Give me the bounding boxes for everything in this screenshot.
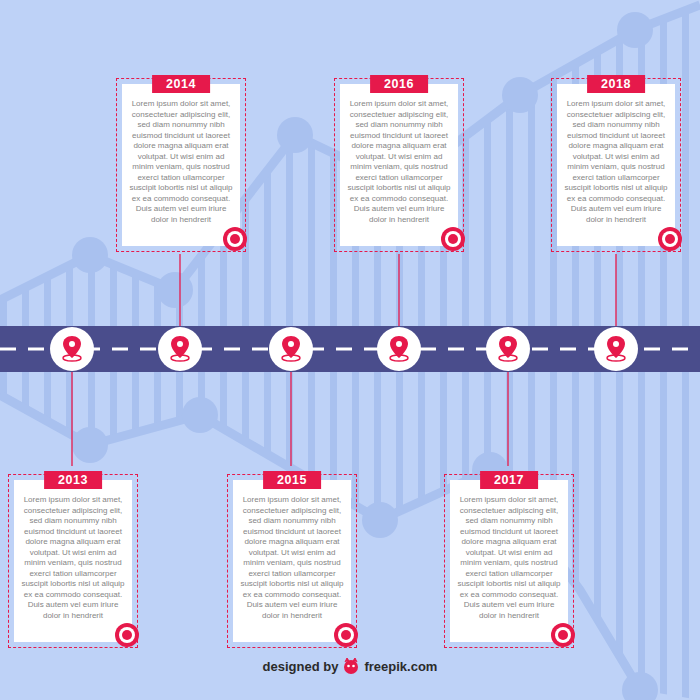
credit-text: designed by [263, 659, 339, 674]
target-marker [440, 226, 466, 252]
pin-icon [282, 336, 300, 361]
leader-line [507, 372, 508, 466]
timeline-card: 2018Lorem ipsum dolor sit amet, consecte… [557, 84, 675, 246]
target-marker [333, 622, 359, 648]
body-text: Lorem ipsum dolor sit amet, consectetuer… [345, 99, 453, 225]
leader-line [71, 372, 72, 466]
pin-disc [594, 327, 638, 371]
body-text: Lorem ipsum dolor sit amet, consectetuer… [19, 495, 127, 621]
pin-markers [50, 327, 638, 371]
brand-logo [342, 658, 360, 674]
target-marker [114, 622, 140, 648]
credit-line: designed by freepik.com [0, 658, 700, 674]
year-tag: 2013 [44, 471, 102, 489]
body-text: Lorem ipsum dolor sit amet, consectetuer… [562, 99, 670, 225]
timeline-card: 2014Lorem ipsum dolor sit amet, consecte… [122, 84, 240, 246]
leader-line [398, 254, 399, 326]
leader-line [615, 254, 616, 326]
pin-icon [499, 336, 517, 361]
target-marker [657, 226, 683, 252]
body-text: Lorem ipsum dolor sit amet, consectetuer… [238, 495, 346, 621]
pin-disc [158, 327, 202, 371]
year-tag: 2014 [152, 75, 210, 93]
pin-disc [486, 327, 530, 371]
pin-icon [63, 336, 81, 361]
body-text: Lorem ipsum dolor sit amet, consectetuer… [127, 99, 235, 225]
pin-disc [377, 327, 421, 371]
timeline-card: 2015Lorem ipsum dolor sit amet, consecte… [233, 480, 351, 642]
timeline-card: 2013Lorem ipsum dolor sit amet, consecte… [14, 480, 132, 642]
leader-line [179, 254, 180, 326]
pin-icon [390, 336, 408, 361]
bar-stripes [0, 5, 700, 700]
chart-line [0, 5, 700, 300]
year-tag: 2016 [370, 75, 428, 93]
year-tag: 2018 [587, 75, 645, 93]
target-marker [222, 226, 248, 252]
timeline-card: 2017Lorem ipsum dolor sit amet, consecte… [450, 480, 568, 642]
year-tag: 2015 [263, 471, 321, 489]
leader-line [290, 372, 291, 466]
pin-icon [171, 336, 189, 361]
brand-name: freepik.com [364, 659, 437, 674]
road [0, 326, 700, 372]
pin-icon [607, 336, 625, 361]
year-tag: 2017 [480, 471, 538, 489]
pin-disc [50, 327, 94, 371]
body-text: Lorem ipsum dolor sit amet, consectetuer… [455, 495, 563, 621]
chart-line [0, 395, 640, 690]
timeline-card: 2016Lorem ipsum dolor sit amet, consecte… [340, 84, 458, 246]
target-marker [550, 622, 576, 648]
pin-disc [269, 327, 313, 371]
